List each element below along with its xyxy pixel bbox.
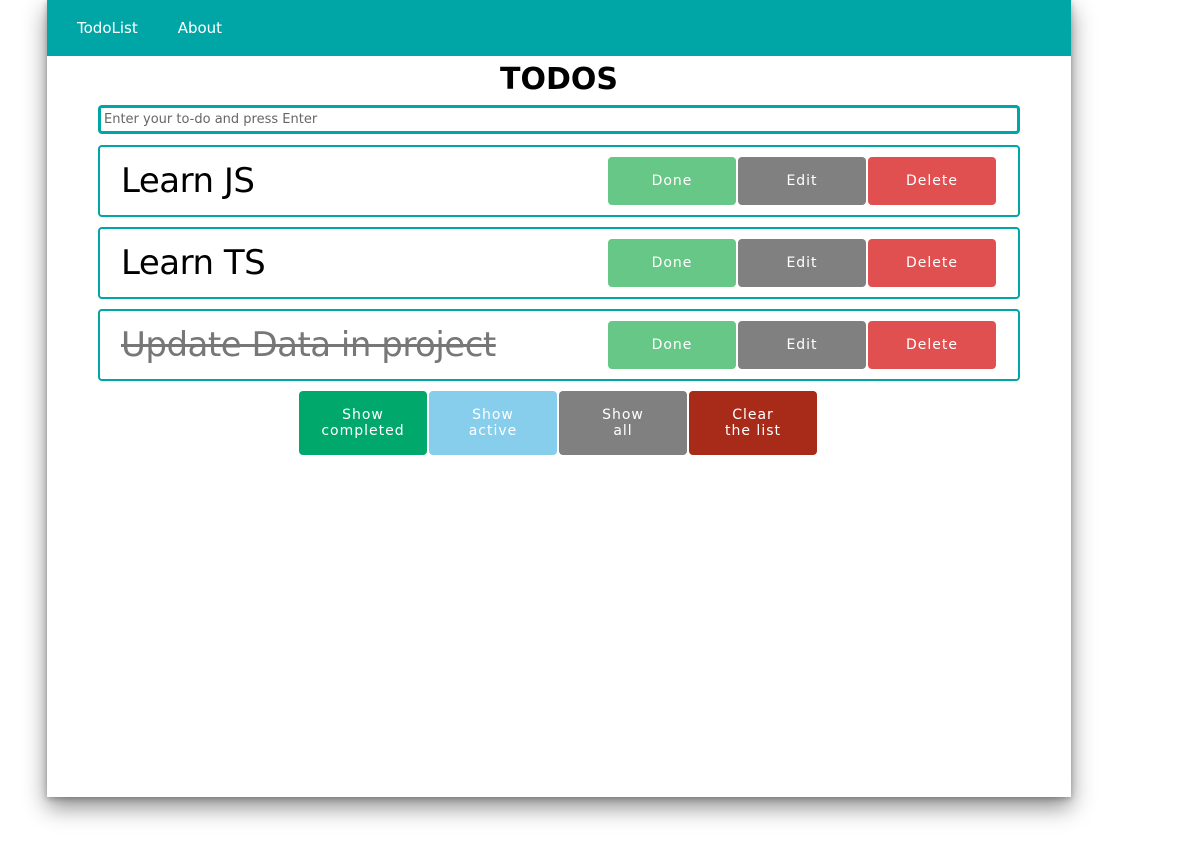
todo-text: Learn JS [121,161,255,201]
button-label-line: completed [321,423,405,439]
delete-button[interactable]: Delete [868,321,996,369]
done-button[interactable]: Done [608,157,736,205]
edit-button[interactable]: Edit [738,157,866,205]
button-label-line: Show [342,407,384,423]
todo-actions: Done Edit Delete [608,157,998,205]
nav-link-about[interactable]: About [177,19,223,37]
delete-button[interactable]: Delete [868,157,996,205]
todo-text: Update Data in project [121,325,496,365]
todo-text: Learn TS [121,243,266,283]
done-button[interactable]: Done [608,321,736,369]
todo-actions: Done Edit Delete [608,321,998,369]
edit-button[interactable]: Edit [738,321,866,369]
button-label-line: the list [725,423,781,439]
filter-bar: Show completed Show active Show all Clea… [299,391,819,455]
show-all-button[interactable]: Show all [559,391,687,455]
todo-actions: Done Edit Delete [608,239,998,287]
button-label-line: Show [602,407,644,423]
button-label-line: active [468,423,518,439]
todo-input[interactable] [98,105,1020,134]
button-label-line: Show [472,407,514,423]
nav-link-todolist[interactable]: TodoList [77,19,138,37]
navbar: TodoList About [47,0,1071,56]
button-label-line: all [613,423,633,439]
todo-item: Learn JS Done Edit Delete [98,145,1020,217]
done-button[interactable]: Done [608,239,736,287]
clear-list-button[interactable]: Clear the list [689,391,817,455]
app-window: TodoList About TODOS Learn JS Done Edit … [47,0,1071,797]
show-completed-button[interactable]: Show completed [299,391,427,455]
todo-item-completed: Update Data in project Done Edit Delete [98,309,1020,381]
page-title: TODOS [500,62,618,97]
todo-item: Learn TS Done Edit Delete [98,227,1020,299]
delete-button[interactable]: Delete [868,239,996,287]
button-label-line: Clear [732,407,774,423]
edit-button[interactable]: Edit [738,239,866,287]
show-active-button[interactable]: Show active [429,391,557,455]
